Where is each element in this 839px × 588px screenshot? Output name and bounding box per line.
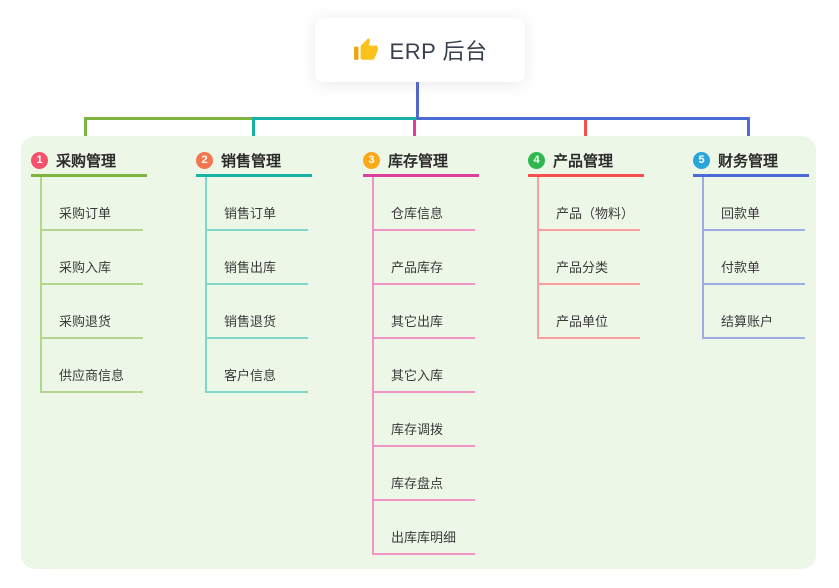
child-node[interactable]: 出库库明细 bbox=[372, 501, 475, 555]
branch-purchase: 1 采购管理 采购订单采购入库采购退货供应商信息 bbox=[31, 146, 147, 393]
child-node[interactable]: 其它出库 bbox=[372, 285, 475, 339]
branches-panel bbox=[21, 136, 816, 569]
child-node[interactable]: 回款单 bbox=[702, 177, 805, 231]
child-node[interactable]: 销售出库 bbox=[205, 231, 308, 285]
branch-number-badge: 2 bbox=[196, 151, 213, 169]
child-node[interactable]: 库存盘点 bbox=[372, 447, 475, 501]
child-label: 产品库存 bbox=[391, 260, 444, 275]
connector-horizontal-green bbox=[84, 117, 254, 120]
branch-children: 产品（物料） 产品分类产品单位 bbox=[528, 177, 644, 339]
branch-inventory: 3 库存管理 仓库信息产品库存其它出库其它入库库存调拨库存盘点出库库明细 bbox=[363, 146, 479, 555]
child-label: 采购入库 bbox=[59, 260, 112, 275]
connector-horizontal-blue bbox=[417, 117, 750, 120]
child-node[interactable]: 客户信息 bbox=[205, 339, 308, 393]
child-node[interactable]: 销售订单 bbox=[205, 177, 308, 231]
root-title: ERP 后台 bbox=[389, 39, 488, 64]
child-label: 回款单 bbox=[721, 206, 761, 221]
connector-drop-product bbox=[584, 118, 587, 144]
child-node[interactable]: 供应商信息 bbox=[40, 339, 143, 393]
connector-drop-inventory bbox=[413, 118, 416, 144]
connector-root-stem bbox=[416, 82, 419, 119]
child-label: 采购订单 bbox=[59, 206, 112, 221]
child-node[interactable]: 产品库存 bbox=[372, 231, 475, 285]
branch-number-badge: 4 bbox=[528, 151, 545, 169]
branch-finance: 5 财务管理 回款单付款单结算账户 bbox=[693, 146, 809, 339]
branch-sales: 2 销售管理 销售订单销售出库销售退货客户信息 bbox=[196, 146, 312, 393]
child-node[interactable]: 其它入库 bbox=[372, 339, 475, 393]
child-node[interactable]: 采购退货 bbox=[40, 285, 143, 339]
branch-children: 销售订单销售出库销售退货客户信息 bbox=[196, 177, 312, 393]
connector-drop-sales bbox=[252, 118, 255, 144]
branch-title: 产品管理 bbox=[553, 152, 614, 170]
branch-header[interactable]: 3 库存管理 bbox=[363, 146, 479, 177]
child-label: 采购退货 bbox=[59, 314, 112, 329]
connector-drop-purchase bbox=[84, 118, 87, 144]
child-label: 产品分类 bbox=[556, 260, 609, 275]
connector-horizontal-teal bbox=[252, 117, 419, 120]
child-label: 销售订单 bbox=[224, 206, 277, 221]
child-label: 仓库信息 bbox=[391, 206, 444, 221]
child-label: 销售出库 bbox=[224, 260, 277, 275]
branch-product: 4 产品管理 产品（物料） 产品分类产品单位 bbox=[528, 146, 644, 339]
child-node[interactable]: 付款单 bbox=[702, 231, 805, 285]
child-label: 产品单位 bbox=[556, 314, 609, 329]
child-label: 供应商信息 bbox=[59, 368, 125, 383]
branch-number-badge: 3 bbox=[363, 151, 380, 169]
branch-title: 销售管理 bbox=[221, 152, 282, 170]
branch-header[interactable]: 1 采购管理 bbox=[31, 146, 147, 177]
branch-number-badge: 1 bbox=[31, 151, 48, 169]
branch-header[interactable]: 4 产品管理 bbox=[528, 146, 644, 177]
child-node[interactable]: 产品单位 bbox=[537, 285, 640, 339]
child-label: 客户信息 bbox=[224, 368, 277, 383]
branch-children: 采购订单采购入库采购退货供应商信息 bbox=[31, 177, 147, 393]
branch-number-badge: 5 bbox=[693, 151, 710, 169]
connector-drop-finance bbox=[747, 118, 750, 144]
child-node[interactable]: 采购入库 bbox=[40, 231, 143, 285]
branch-title: 采购管理 bbox=[56, 152, 117, 170]
child-node[interactable]: 产品分类 bbox=[537, 231, 640, 285]
child-label: 销售退货 bbox=[224, 314, 277, 329]
child-node[interactable]: 采购订单 bbox=[40, 177, 143, 231]
branch-children: 仓库信息产品库存其它出库其它入库库存调拨库存盘点出库库明细 bbox=[363, 177, 479, 555]
branch-title: 财务管理 bbox=[718, 152, 779, 170]
branch-header[interactable]: 2 销售管理 bbox=[196, 146, 312, 177]
child-node[interactable]: 产品（物料） bbox=[537, 177, 640, 231]
branch-children: 回款单付款单结算账户 bbox=[693, 177, 809, 339]
child-label: 其它入库 bbox=[391, 368, 444, 383]
child-node[interactable]: 销售退货 bbox=[205, 285, 308, 339]
child-label: 出库库明细 bbox=[391, 530, 457, 545]
branch-header[interactable]: 5 财务管理 bbox=[693, 146, 809, 177]
child-label: 付款单 bbox=[721, 260, 761, 275]
branch-title: 库存管理 bbox=[388, 152, 449, 170]
child-node[interactable]: 结算账户 bbox=[702, 285, 805, 339]
child-node[interactable]: 库存调拨 bbox=[372, 393, 475, 447]
root-node[interactable]: ERP 后台 bbox=[315, 18, 525, 82]
child-label: 库存调拨 bbox=[391, 422, 444, 437]
child-label: 结算账户 bbox=[721, 314, 774, 329]
child-label: 产品（物料） bbox=[556, 206, 635, 221]
thumbs-up-icon bbox=[353, 38, 378, 60]
child-label: 其它出库 bbox=[391, 314, 444, 329]
child-node[interactable]: 仓库信息 bbox=[372, 177, 475, 231]
child-label: 库存盘点 bbox=[391, 476, 444, 491]
